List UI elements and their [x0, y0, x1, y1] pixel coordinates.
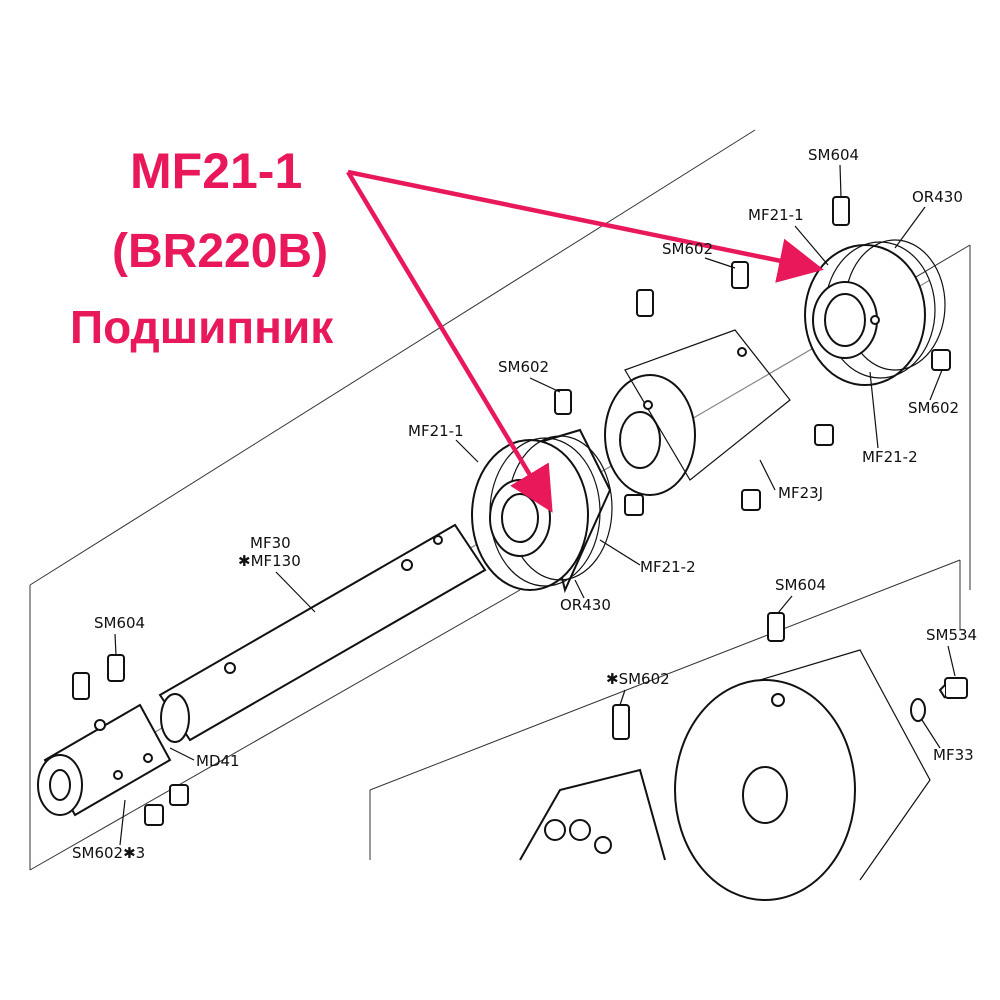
label-mf21-1-mid: MF21-1 [408, 422, 464, 440]
label-sm602-mid: SM602 [498, 358, 549, 376]
leader-lines [114, 164, 956, 846]
label-mf21-2-mid: MF21-2 [640, 558, 696, 576]
label-mf21-1-top: MF21-1 [748, 206, 804, 224]
set-screw-mid-side [624, 494, 644, 516]
label-sm602-bottom: ✱SM602 [606, 670, 670, 688]
callout-part-number: MF21-1 [130, 143, 303, 199]
assembly-frame-upper [29, 129, 971, 871]
set-screw-mid-top [554, 389, 572, 415]
label-sm602-right: SM602 [908, 399, 959, 417]
coupling-md41 [37, 703, 172, 817]
set-screw-top [832, 196, 850, 226]
label-md41: MD41 [196, 752, 240, 770]
set-screw-top-side [931, 349, 951, 371]
label-mf30: MF30 [250, 534, 291, 552]
assembly-frame-lower [369, 559, 961, 860]
label-sm604-bottom: SM604 [775, 576, 826, 594]
set-screws-left [72, 654, 189, 826]
gear-set-screws [636, 261, 834, 511]
label-mf23j: MF23J [778, 484, 823, 502]
label-sm602x3: SM602✱3 [72, 844, 145, 862]
lower-flange [519, 704, 666, 861]
lower-timing-pulley [674, 612, 931, 901]
gear-pulley-mf23j [604, 329, 791, 496]
label-sm602-top-hidden: SM602 [662, 240, 713, 258]
label-sm534: SM534 [926, 626, 977, 644]
bearing-housing-mid [471, 428, 613, 594]
bearing-housing-top [804, 239, 946, 386]
label-or430-mid: OR430 [560, 596, 611, 614]
part-labels: SM604 OR430 MF21-1 SM602 SM602 MF21-2 MF… [72, 146, 977, 862]
callout-part-name: Подшипник [70, 301, 334, 353]
label-mf21-2-right: MF21-2 [862, 448, 918, 466]
label-mf33: MF33 [933, 746, 974, 764]
label-mf130: ✱MF130 [238, 552, 301, 570]
label-sm604-left: SM604 [94, 614, 145, 632]
callout-arrows [346, 169, 824, 513]
screw-sm534 [910, 677, 968, 722]
label-sm604-top: SM604 [808, 146, 859, 164]
shaft-mf30 [158, 523, 487, 743]
callout-part-code: (BR220B) [112, 225, 329, 278]
label-or430-top: OR430 [912, 188, 963, 206]
